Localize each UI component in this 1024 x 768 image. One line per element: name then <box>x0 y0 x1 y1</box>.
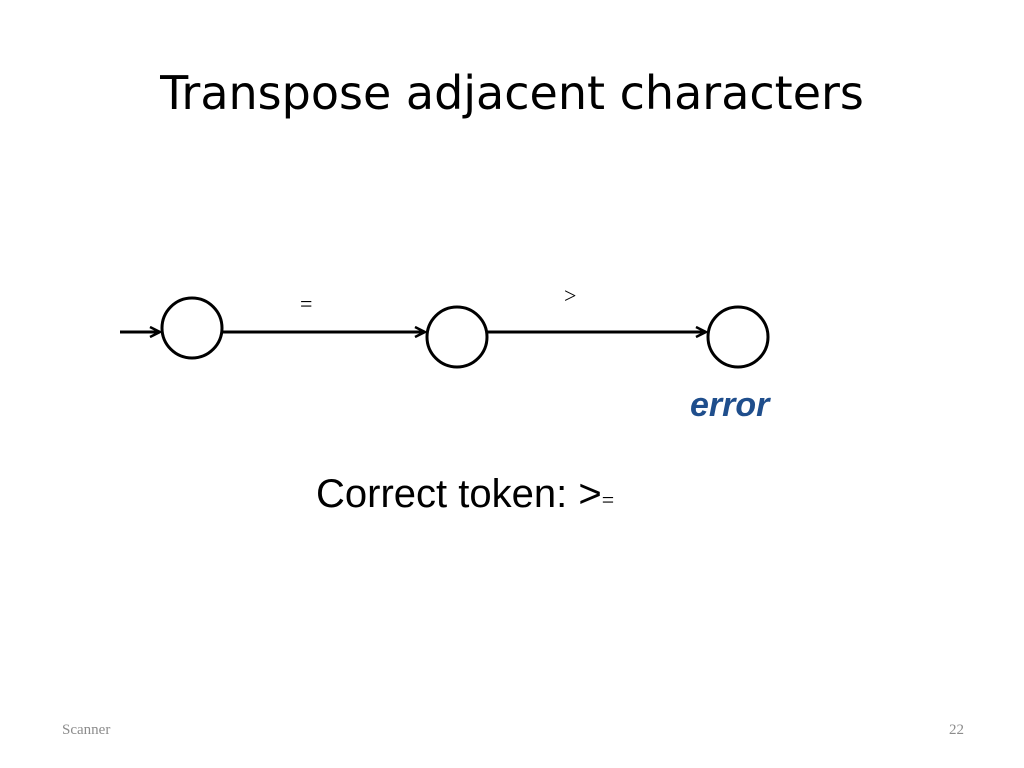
correct-token-equals: = <box>601 487 615 512</box>
page-number: 22 <box>949 722 964 738</box>
correct-token-note: Correct token: >= <box>316 472 614 517</box>
correct-token-text: Correct token: > <box>316 472 602 516</box>
state-1 <box>425 305 489 369</box>
state-0 <box>160 296 224 360</box>
slide-title: Transpose adjacent characters <box>160 66 864 120</box>
error-state-label: error <box>690 386 770 424</box>
state-error <box>706 305 770 369</box>
footer-label: Scanner <box>62 722 111 738</box>
transition-label-equals: = <box>300 291 312 316</box>
transition-label-greater: > <box>564 283 576 308</box>
